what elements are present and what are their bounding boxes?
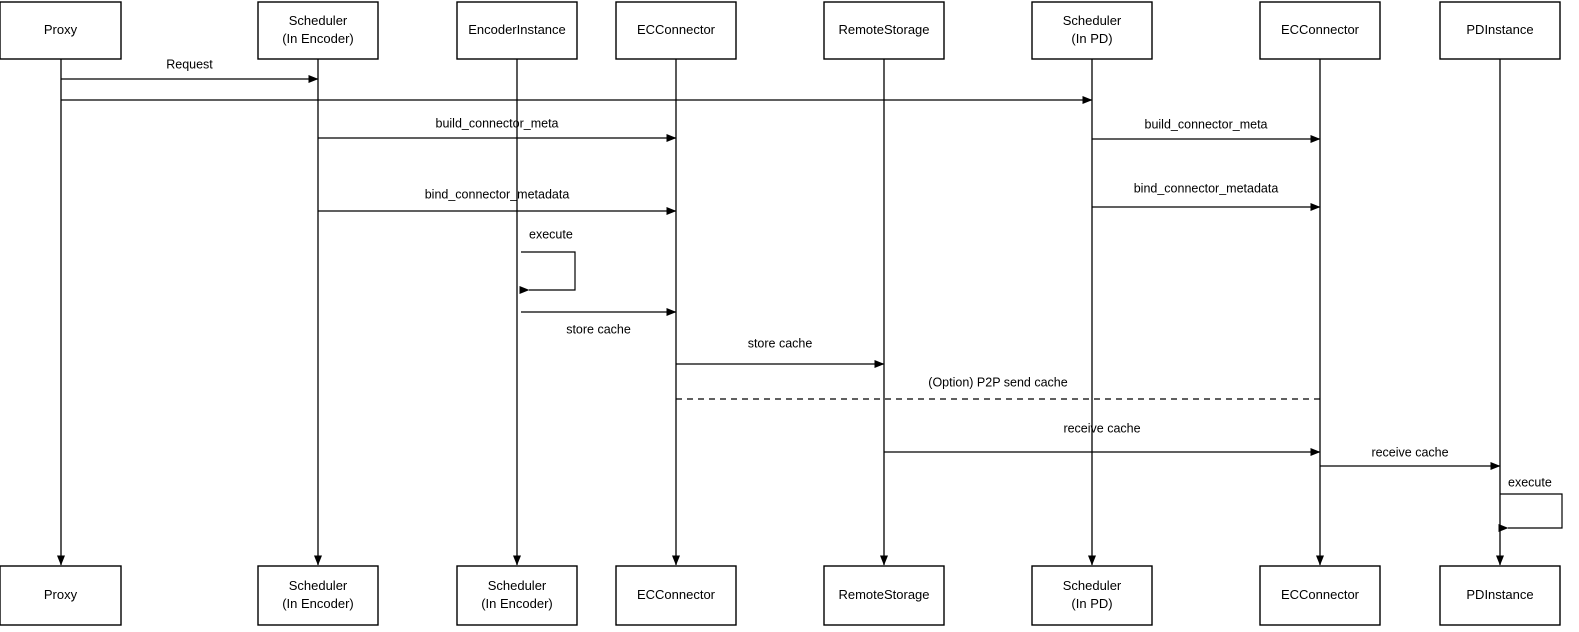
message-label-bind-meta-left: bind_connector_metadata [425, 187, 570, 201]
self-message-path-execute-encoder [519, 251, 576, 294]
message-request[interactable]: Request [61, 57, 319, 83]
participant-label: RemoteStorage [838, 22, 929, 37]
bottom-participant-box-scheduler-pd[interactable]: Scheduler (In PD) [1031, 565, 1153, 626]
participant-label: Scheduler [289, 13, 348, 28]
top-participant-boxes: Proxy Scheduler (In Encoder) EncoderInstanc… [0, 1, 1561, 60]
message-bind-meta-left[interactable]: bind_connector_metadata [318, 187, 677, 215]
message-bind-meta-right[interactable]: bind_connector_metadata [1092, 181, 1321, 211]
bottom-participant-box-scheduler-enc[interactable]: Scheduler (In Encoder) [257, 565, 379, 626]
participant-sublabel: (In Encoder) [282, 596, 354, 611]
participant-label: EncoderInstance [468, 22, 566, 37]
message-receive-cache-pd[interactable]: receive cache [1320, 445, 1501, 470]
participant-label: ECConnector [637, 587, 716, 602]
bottom-participant-box-remote-storage[interactable]: RemoteStorage [823, 565, 945, 626]
message-label-p2p-send-cache: (Option) P2P send cache [928, 375, 1067, 389]
bottom-participant-box-ec-connector-2[interactable]: ECConnector [1259, 565, 1381, 626]
message-label-store-cache-remote: store cache [748, 336, 813, 350]
participant-label: Scheduler [1063, 578, 1122, 593]
bottom-participant-box-pd-instance[interactable]: PDInstance [1439, 565, 1561, 626]
message-label-receive-cache-remote: receive cache [1063, 421, 1140, 435]
message-store-cache-local[interactable]: store cache [521, 308, 677, 336]
top-participant-box-pd-instance[interactable]: PDInstance [1439, 1, 1561, 60]
self-message-label-execute-encoder: execute [529, 227, 573, 241]
participant-label: PDInstance [1466, 22, 1533, 37]
participant-label: Scheduler [1063, 13, 1122, 28]
participant-label: Scheduler [289, 578, 348, 593]
message-label-build-meta-left: build_connector_meta [436, 116, 559, 130]
message-build-meta-right[interactable]: build_connector_meta [1092, 117, 1321, 143]
message-p2p-send-cache[interactable]: (Option) P2P send cache [676, 375, 1320, 400]
lifelines-layer [57, 59, 1504, 566]
message-store-cache-remote[interactable]: store cache [676, 336, 885, 368]
participant-sublabel: (In Encoder) [481, 596, 553, 611]
participant-label: ECConnector [637, 22, 716, 37]
bottom-participant-boxes: Proxy Scheduler (In Encoder) Scheduler (In E… [0, 565, 1561, 626]
self-message-label-execute-pdinstance: execute [1508, 475, 1552, 489]
top-participant-box-proxy[interactable]: Proxy [0, 1, 122, 60]
top-participant-box-remote-storage[interactable]: RemoteStorage [823, 1, 945, 60]
message-label-store-cache-local: store cache [566, 322, 631, 336]
message-label-bind-meta-right: bind_connector_metadata [1134, 181, 1279, 195]
top-participant-box-scheduler-enc[interactable]: Scheduler (In Encoder) [257, 1, 379, 60]
participant-sublabel: (In PD) [1071, 596, 1112, 611]
participant-label: ECConnector [1281, 22, 1360, 37]
bottom-participant-box-encoder-inst[interactable]: Scheduler (In Encoder) [456, 565, 578, 626]
participant-label: Scheduler [488, 578, 547, 593]
bottom-participant-box-proxy[interactable]: Proxy [0, 565, 122, 626]
participant-label: ECConnector [1281, 587, 1360, 602]
message-label-build-meta-right: build_connector_meta [1145, 117, 1268, 131]
top-participant-box-encoder-inst[interactable]: EncoderInstance [456, 1, 578, 60]
participant-label: Proxy [44, 22, 78, 37]
top-participant-box-ec-connector-2[interactable]: ECConnector [1259, 1, 1381, 60]
message-label-receive-cache-pd: receive cache [1371, 445, 1448, 459]
top-participant-box-ec-connector-1[interactable]: ECConnector [615, 1, 737, 60]
participant-sublabel: (In Encoder) [282, 31, 354, 46]
top-participant-box-scheduler-pd[interactable]: Scheduler (In PD) [1031, 1, 1153, 60]
message-label-request: Request [166, 57, 213, 71]
messages-layer: Request build_connector_meta build_connect… [61, 57, 1501, 470]
bottom-participant-box-ec-connector-1[interactable]: ECConnector [615, 565, 737, 626]
message-receive-cache-remote[interactable]: receive cache [884, 421, 1321, 456]
participant-label: PDInstance [1466, 587, 1533, 602]
self-messages-layer: execute execute [519, 227, 1563, 532]
self-message-execute-pdinstance[interactable]: execute [1498, 475, 1563, 532]
message-build-meta-left[interactable]: build_connector_meta [318, 116, 677, 142]
self-message-execute-encoder[interactable]: execute [519, 227, 576, 294]
participant-label: Proxy [44, 587, 78, 602]
self-message-path-execute-pdinstance [1498, 493, 1563, 532]
participant-label: RemoteStorage [838, 587, 929, 602]
participant-sublabel: (In PD) [1071, 31, 1112, 46]
